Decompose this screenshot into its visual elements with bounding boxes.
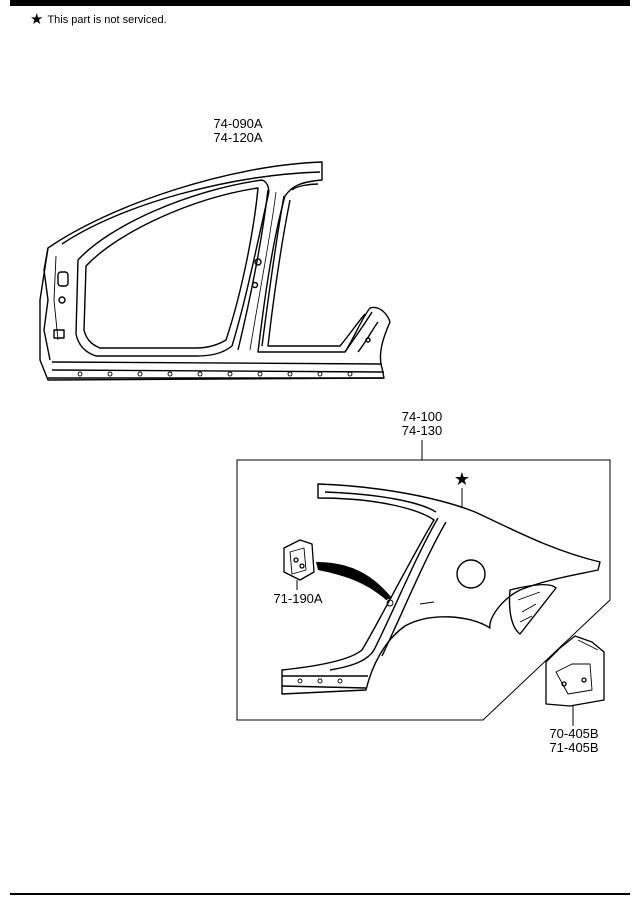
not-serviced-text: This part is not serviced.	[47, 13, 167, 26]
not-serviced-note: ★ This part is not serviced.	[30, 12, 167, 27]
star-icon: ★	[30, 11, 44, 28]
callout-rear-panel: 74-100 74-130	[392, 410, 452, 438]
header-rule	[10, 0, 630, 6]
pillar-bracket	[283, 539, 315, 590]
callout-bracket: 71-190A	[273, 591, 323, 606]
rear-panel-star-icon: ★	[453, 469, 471, 489]
callout-rear-panel-line2: 74-130	[401, 423, 443, 438]
callout-lower-extension-line2: 71-405B	[549, 740, 599, 755]
callout-front-panel: 74-090A 74-120A	[208, 117, 268, 145]
rear-quarter-panel	[281, 483, 601, 695]
callout-front-panel-line2: 74-120A	[213, 130, 263, 145]
callout-lower-extension: 70-405B 71-405B	[543, 727, 605, 755]
front-side-panel	[39, 161, 391, 381]
callout-lower-extension-line1: 70-405B	[549, 726, 599, 741]
rear-panel-group-frame	[236, 459, 611, 721]
footer-rule	[10, 893, 630, 895]
lower-extension-part	[545, 635, 605, 726]
callout-front-panel-line1: 74-090A	[213, 116, 263, 131]
callout-rear-panel-line1: 74-100	[401, 409, 443, 424]
reinforcement-strip	[316, 562, 392, 600]
